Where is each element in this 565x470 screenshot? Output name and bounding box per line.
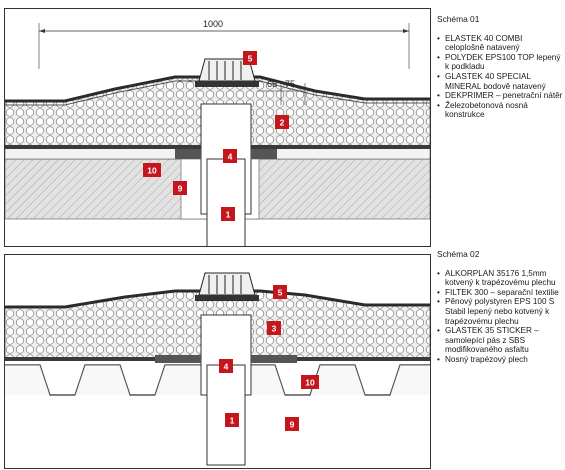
legend-item: Železobetonová nosná konstrukce: [437, 101, 563, 120]
legend-item: FILTEK 300 – separační textilie: [437, 288, 563, 298]
legend-item: POLYDEK EPS100 TOP lepený k podkladu: [437, 53, 563, 72]
schema-01-title: Schéma 01: [437, 14, 480, 24]
dimension-line: 1000: [38, 19, 410, 69]
schema-02-drawing: 5 3 4 10 1 9: [4, 254, 431, 469]
marker-1: 1: [221, 207, 235, 221]
marker-5: 5: [243, 51, 257, 65]
svg-text:9: 9: [178, 184, 183, 194]
legend-item: GLASTEK 40 SPECIAL MINERAL bodově natave…: [437, 72, 563, 91]
schema-02-title: Schéma 02: [437, 249, 480, 259]
svg-text:4: 4: [224, 362, 229, 372]
svg-text:5: 5: [248, 54, 253, 64]
svg-text:5: 5: [278, 288, 283, 298]
svg-text:1: 1: [226, 210, 231, 220]
svg-text:3: 3: [272, 324, 277, 334]
schema-01-drawing: 1000 65 75 5 2 4 10 9 1: [4, 8, 431, 247]
marker-10: 10: [143, 163, 161, 177]
marker-4: 4: [219, 359, 233, 373]
svg-text:10: 10: [147, 166, 157, 176]
marker-4: 4: [223, 149, 237, 163]
dimension-1000-label: 1000: [203, 19, 223, 29]
schema-01-svg: 1000 65 75 5 2 4 10 9 1: [5, 19, 430, 246]
legend-item: Pěnový polystyren EPS 100 S Stabil lepen…: [437, 297, 563, 326]
schema-02-svg: 5 3 4 10 1 9: [5, 272, 430, 466]
dimension-65-label: 65: [267, 79, 277, 89]
schema-01-legend: Schéma 01 ELASTEK 40 COMBI celoplošně na…: [437, 14, 563, 120]
marker-2: 2: [275, 115, 289, 129]
legend-item: DEKPRIMER – penetrační nátěr: [437, 91, 563, 101]
marker-3: 3: [267, 321, 281, 335]
marker-1: 1: [225, 413, 239, 427]
svg-text:4: 4: [228, 152, 233, 162]
marker-10: 10: [301, 375, 319, 389]
dimension-75-label: 75: [285, 79, 295, 89]
legend-item: Nosný trapézový plech: [437, 355, 563, 365]
legend-item: ELASTEK 40 COMBI celoplošně natavený: [437, 34, 563, 53]
schema-02-legend: Schéma 02 ALKORPLAN 35176 1,5mm kotvený …: [437, 249, 563, 365]
marker-9: 9: [285, 417, 299, 431]
legend-item: GLASTEK 35 STICKER – samolepící pás z SB…: [437, 326, 563, 355]
legend-item: ALKORPLAN 35176 1,5mm kotvený k trapézov…: [437, 269, 563, 288]
svg-text:1: 1: [230, 416, 235, 426]
svg-text:2: 2: [280, 118, 285, 128]
svg-text:10: 10: [305, 378, 315, 388]
marker-5: 5: [273, 285, 287, 299]
svg-text:9: 9: [290, 420, 295, 430]
marker-9: 9: [173, 181, 187, 195]
